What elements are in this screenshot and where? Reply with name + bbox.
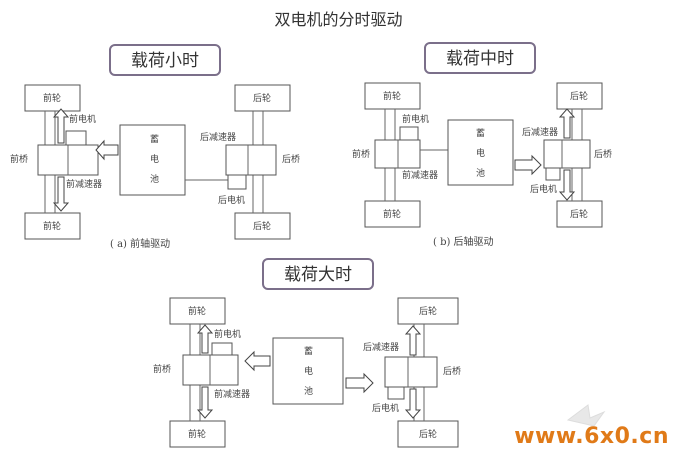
front-wheel-bottom [169, 420, 226, 448]
rear-reducer-label: 后减速器 [200, 131, 236, 143]
front-motor-box [211, 342, 233, 356]
rear-axle-box [225, 144, 277, 176]
rear-axle-label: 后桥 [594, 148, 612, 160]
power-flow-arrow [345, 372, 374, 394]
battery-char: 池 [304, 385, 313, 397]
battery-box [272, 337, 344, 405]
front-axle-label: 前桥 [153, 363, 171, 375]
front-motor-box [65, 130, 87, 146]
battery-box [119, 124, 186, 196]
heading-box [109, 44, 221, 76]
front-motor-label: 前电机 [214, 328, 241, 340]
panel-small-load: 载荷小时 前轮 前轮 前桥 前电机 前减速器 蓄 电 池 后轮 后轮 [10, 44, 300, 250]
front-wheel-bottom [364, 200, 421, 228]
panel-caption: ( a) 前轴驱动 [110, 237, 170, 250]
rear-wheel-top [397, 297, 459, 325]
power-flow-arrow [514, 154, 542, 176]
front-wheel-label: 前轮 [43, 92, 61, 104]
front-wheel-label: 前轮 [383, 208, 401, 220]
rear-motor-box [227, 174, 247, 190]
rear-wheel-label: 后轮 [570, 208, 588, 220]
front-motor-box [399, 126, 419, 141]
battery-char: 池 [150, 173, 159, 185]
rear-wheel-top [556, 82, 603, 110]
panel-caption: ( b) 后轴驱动 [433, 235, 494, 248]
front-reducer-label: 前减速器 [402, 169, 438, 181]
rear-motor-label: 后电机 [372, 402, 399, 414]
panel-large-load: 载荷大时 前轮 前轮 前电机 前桥 前减速器 蓄 电 池 后轮 后轮 后减速器 … [153, 258, 461, 448]
front-wheel-top [364, 82, 421, 110]
rear-wheel-bottom [556, 200, 603, 228]
rear-wheel-bottom [397, 420, 459, 448]
rear-motor-label: 后电机 [218, 194, 245, 206]
rear-motor-box [387, 386, 405, 400]
rear-wheel-bottom [234, 212, 291, 240]
rear-reducer-label: 后减速器 [522, 126, 558, 138]
watermark-logo-icon [566, 404, 606, 427]
rear-wheel-label: 后轮 [419, 305, 437, 317]
front-reducer-label: 前减速器 [66, 178, 102, 190]
rear-motor-box [545, 167, 561, 181]
front-wheel-top [169, 297, 226, 325]
rear-wheel-label: 后轮 [419, 428, 437, 440]
front-wheel-label: 前轮 [188, 428, 206, 440]
panel-medium-load: 载荷中时 前轮 前轮 前电机 前桥 前减速器 蓄 电 池 后轮 后轮 后减速器 … [352, 42, 612, 248]
battery-char: 电 [150, 153, 159, 165]
front-axle-label: 前桥 [10, 153, 28, 165]
front-wheel-label: 前轮 [43, 220, 61, 232]
power-flow-arrow [244, 350, 271, 372]
front-axle-label: 前桥 [352, 148, 370, 160]
panel-heading: 载荷大时 [284, 265, 352, 285]
power-flow-arrow [95, 139, 119, 161]
panel-heading: 载荷小时 [131, 51, 199, 71]
battery-char: 电 [476, 147, 485, 159]
heading-box [424, 42, 536, 74]
battery-char: 蓄 [476, 127, 485, 139]
front-wheel-top [24, 84, 81, 112]
battery-char: 蓄 [304, 345, 313, 357]
front-wheel-label: 前轮 [188, 305, 206, 317]
battery-char: 蓄 [150, 133, 159, 145]
panel-heading: 载荷中时 [446, 49, 514, 69]
watermark: www.6x0.cn [514, 424, 669, 449]
rear-reducer-label: 后减速器 [363, 341, 399, 353]
rear-axle-label: 后桥 [443, 365, 461, 377]
battery-box [447, 119, 514, 186]
front-wheel-label: 前轮 [383, 90, 401, 102]
rear-wheel-label: 后轮 [253, 92, 271, 104]
page-title: 双电机的分时驱动 [274, 10, 403, 29]
front-reducer-label: 前减速器 [214, 388, 250, 400]
rear-axle-label: 后桥 [282, 153, 300, 165]
rear-wheel-label: 后轮 [253, 220, 271, 232]
rear-axle-box [384, 356, 438, 388]
battery-char: 电 [304, 365, 313, 377]
front-motor-label: 前电机 [402, 113, 429, 125]
rear-axle-box [543, 139, 591, 169]
front-motor-label: 前电机 [69, 113, 96, 125]
rear-motor-label: 后电机 [530, 183, 557, 195]
battery-char: 池 [476, 167, 485, 179]
rear-wheel-label: 后轮 [570, 90, 588, 102]
front-wheel-bottom [24, 212, 81, 240]
heading-box [262, 258, 374, 290]
